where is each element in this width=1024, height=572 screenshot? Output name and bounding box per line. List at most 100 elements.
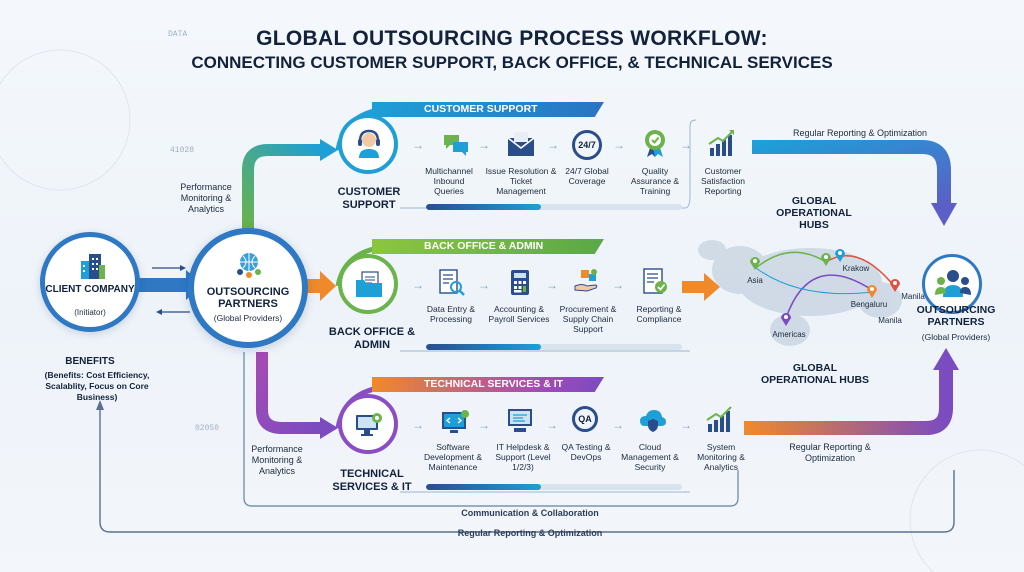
customer-support-title: CUSTOMER SUPPORT xyxy=(337,186,401,211)
page-subtitle: CONNECTING CUSTOMER SUPPORT, BACK OFFICE… xyxy=(191,53,833,72)
compliance-icon xyxy=(643,268,667,294)
step-label: IT Helpdesk & Support (Level 1/2/3) xyxy=(495,442,551,472)
step-label: Quality Assurance & Training xyxy=(630,166,680,196)
partners-right-subtitle: (Global Providers) xyxy=(921,332,991,342)
decor-number-1: 41028 xyxy=(170,146,195,155)
step-label: System Monitoring & Analytics xyxy=(697,442,745,472)
step-label: Cloud Management & Security xyxy=(621,442,679,472)
growth-chart-icon xyxy=(708,130,734,156)
banner-technical-label: TECHNICAL SERVICES & IT xyxy=(424,378,564,390)
back-office-node xyxy=(338,254,398,314)
step-label: Issue Resolution & Ticket Management xyxy=(485,166,557,196)
decor-number-2: 02050 xyxy=(195,424,220,433)
map-pin-icon xyxy=(867,285,877,298)
city-label: Americas xyxy=(772,330,806,339)
progress-back-office xyxy=(426,344,682,350)
step-arrow: → xyxy=(412,278,424,292)
decor-label-data: DATA xyxy=(168,30,188,39)
cloud-security-icon xyxy=(640,410,666,432)
step-arrow: → xyxy=(613,138,625,152)
note-performance-bottom: Performance Monitoring & Analytics xyxy=(251,444,303,476)
procurement-icon xyxy=(574,269,598,292)
step-arrow: → xyxy=(680,418,692,432)
step-label: Multichannel Inbound Queries xyxy=(425,166,473,196)
benefits-title: BENEFITS xyxy=(65,356,115,367)
banner-customer-support-label: CUSTOMER SUPPORT xyxy=(424,103,538,115)
technical-services-title: TECHNICAL SERVICES & IT xyxy=(332,468,412,493)
step-label: Data Entry & Processing xyxy=(426,304,476,324)
hubs-title-bottom: GLOBAL OPERATIONAL HUBS xyxy=(760,362,870,386)
outsourcing-partners-right-node xyxy=(922,254,982,314)
step-label: Customer Satisfaction Reporting xyxy=(701,166,745,196)
map-pin-icon xyxy=(835,249,845,262)
benefits-text: (Benefits: Cost Efficiency, Scalablity, … xyxy=(44,370,150,402)
note-reporting-right: Regular Reporting & Optimization xyxy=(789,442,871,463)
chat-icon xyxy=(444,135,468,156)
step-arrow: → xyxy=(546,418,558,432)
city-label: Manila xyxy=(901,292,925,301)
team-people-icon xyxy=(935,270,971,297)
city-label: Manila xyxy=(878,316,902,325)
calculator-icon xyxy=(511,270,529,295)
customer-support-node xyxy=(338,114,398,174)
computer-gear-icon xyxy=(356,413,382,436)
envelope-icon xyxy=(507,132,535,156)
map-pin-icon xyxy=(781,313,791,326)
partners-left-subtitle: (Global Providers) xyxy=(213,313,283,323)
partners-left-title: OUTSOURCING PARTNERS xyxy=(206,286,290,310)
step-arrow: → xyxy=(478,418,490,432)
document-search-icon xyxy=(439,269,465,296)
note-performance-top: Performance Monitoring & Analytics xyxy=(180,182,232,214)
map-pin-icon xyxy=(890,279,900,292)
hubs-title-top: GLOBAL OPERATIONAL HUBS xyxy=(776,195,852,231)
map-pin-icon xyxy=(750,257,760,270)
step-label: 24/7 Global Coverage xyxy=(565,166,609,186)
partners-right-title: OUTSOURCING PARTNERS xyxy=(916,304,996,328)
step-label: QA Testing & DevOps xyxy=(561,442,611,462)
banner-customer-support: CUSTOMER SUPPORT xyxy=(372,102,604,117)
step-label: Procurement & Supply Chain Support xyxy=(559,304,617,334)
globe-people-icon xyxy=(237,253,261,278)
step-label: Accounting & Payroll Services xyxy=(488,304,550,324)
step-arrow: → xyxy=(478,138,490,152)
step-arrow: → xyxy=(546,278,558,292)
code-monitor-icon xyxy=(442,410,469,433)
badge-qa: QA xyxy=(578,414,592,424)
outsourcing-partners-left-node: OUTSOURCING PARTNERS (Global Providers) xyxy=(188,228,308,348)
banner-back-office-label: BACK OFFICE & ADMIN xyxy=(424,240,544,252)
clock-24-7-icon: 24/7 xyxy=(572,130,602,160)
step-arrow: → xyxy=(412,138,424,152)
step-arrow: → xyxy=(478,278,490,292)
back-office-title: BACK OFFICE & ADMIN xyxy=(328,326,416,351)
page-title: GLOBAL OUTSOURCING PROCESS WORKFLOW: xyxy=(256,27,768,50)
monitoring-chart-icon xyxy=(706,406,732,432)
progress-technical xyxy=(426,484,682,490)
helpdesk-icon xyxy=(508,409,532,432)
note-reporting-top: Regular Reporting & Optimization xyxy=(792,128,928,138)
city-label: Bengaluru xyxy=(850,300,888,309)
note-reporting-bottom: Regular Reporting & Optimization xyxy=(457,528,603,538)
note-communication: Communication & Collaboration xyxy=(461,508,599,518)
map-pin-icon xyxy=(821,253,831,266)
step-arrow: → xyxy=(547,138,559,152)
step-arrow: → xyxy=(612,418,624,432)
step-label: Reporting & Compliance xyxy=(636,304,682,324)
buildings-icon xyxy=(81,254,105,279)
client-subtitle: (Initiator) xyxy=(74,308,106,317)
banner-back-office: BACK OFFICE & ADMIN xyxy=(372,239,604,254)
headset-agent-icon xyxy=(358,129,380,158)
step-arrow: → xyxy=(680,138,692,152)
city-label: Krakow xyxy=(842,264,870,273)
qa-icon: QA xyxy=(572,406,598,432)
folder-documents-icon xyxy=(356,271,382,297)
step-arrow: → xyxy=(612,278,624,292)
technical-services-node xyxy=(338,394,398,454)
client-title: CLIENT COMPANY xyxy=(45,284,135,295)
award-badge-icon xyxy=(645,130,665,157)
step-label: Software Development & Maintenance xyxy=(423,442,483,472)
city-label: Asia xyxy=(747,276,763,285)
client-company-node: CLIENT COMPANY (Initiator) xyxy=(40,232,140,332)
step-arrow: → xyxy=(412,418,424,432)
progress-customer-support xyxy=(426,204,682,210)
badge-24-7: 24/7 xyxy=(578,140,596,150)
